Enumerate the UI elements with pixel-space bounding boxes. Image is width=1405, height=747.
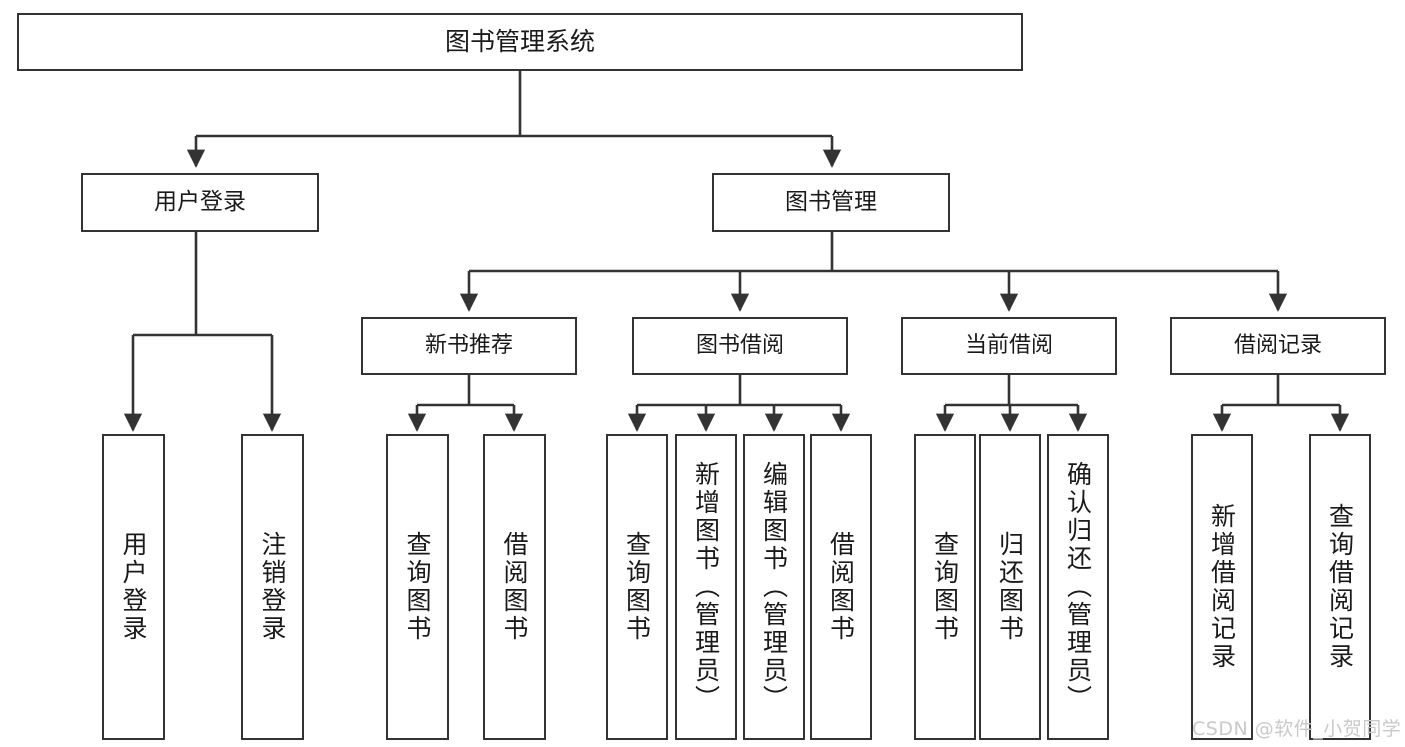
node-borrow-record[interactable]: 借阅记录 [1170, 317, 1386, 375]
leaf-borrow-record-query-label: 查询借阅记录 [1325, 503, 1355, 671]
node-root[interactable]: 图书管理系统 [17, 13, 1023, 71]
leaf-new-book-query[interactable]: 查询图书 [386, 434, 449, 740]
leaf-user-login-login-label: 用户登录 [119, 531, 148, 643]
leaf-book-borrow-query-label: 查询图书 [622, 531, 652, 643]
leaf-book-borrow-edit[interactable]: 编辑图书（管理员） [743, 434, 805, 740]
leaf-new-book-borrow-label: 借阅图书 [500, 531, 529, 643]
leaf-user-login-login[interactable]: 用户登录 [102, 434, 165, 740]
node-book-borrow-label: 图书借阅 [695, 333, 784, 359]
node-root-label: 图书管理系统 [444, 27, 595, 57]
leaf-user-login-logout-label: 注销登录 [258, 531, 287, 643]
leaf-borrow-record-add[interactable]: 新增借阅记录 [1191, 434, 1253, 740]
node-book-borrow[interactable]: 图书借阅 [632, 317, 848, 375]
leaf-current-borrow-return-label: 归还图书 [995, 531, 1025, 643]
leaf-current-borrow-query[interactable]: 查询图书 [914, 434, 976, 740]
leaf-new-book-borrow[interactable]: 借阅图书 [483, 434, 546, 740]
node-borrow-record-label: 借阅记录 [1233, 333, 1322, 359]
node-book-manage-label: 图书管理 [785, 188, 877, 215]
leaf-user-login-logout[interactable]: 注销登录 [241, 434, 304, 740]
leaf-book-borrow-add-label: 新增图书（管理员） [691, 461, 721, 713]
node-user-login[interactable]: 用户登录 [81, 173, 319, 232]
leaf-current-borrow-query-label: 查询图书 [930, 531, 960, 643]
node-current-borrow[interactable]: 当前借阅 [901, 317, 1117, 375]
leaf-book-borrow-borrow-label: 借阅图书 [826, 531, 856, 643]
leaf-new-book-query-label: 查询图书 [403, 531, 432, 643]
node-user-login-label: 用户登录 [154, 188, 246, 215]
node-new-book-recommend-label: 新书推荐 [424, 333, 513, 359]
leaf-current-borrow-return[interactable]: 归还图书 [979, 434, 1041, 740]
leaf-current-borrow-confirm[interactable]: 确认归还（管理员） [1047, 434, 1109, 740]
node-new-book-recommend[interactable]: 新书推荐 [361, 317, 577, 375]
leaf-book-borrow-borrow[interactable]: 借阅图书 [810, 434, 872, 740]
leaf-borrow-record-add-label: 新增借阅记录 [1207, 503, 1237, 671]
leaf-book-borrow-edit-label: 编辑图书（管理员） [759, 461, 789, 713]
leaf-book-borrow-query[interactable]: 查询图书 [606, 434, 668, 740]
node-current-borrow-label: 当前借阅 [964, 333, 1053, 359]
node-book-manage[interactable]: 图书管理 [712, 173, 950, 232]
leaf-current-borrow-confirm-label: 确认归还（管理员） [1063, 461, 1093, 713]
leaf-borrow-record-query[interactable]: 查询借阅记录 [1309, 434, 1371, 740]
leaf-book-borrow-add[interactable]: 新增图书（管理员） [675, 434, 737, 740]
